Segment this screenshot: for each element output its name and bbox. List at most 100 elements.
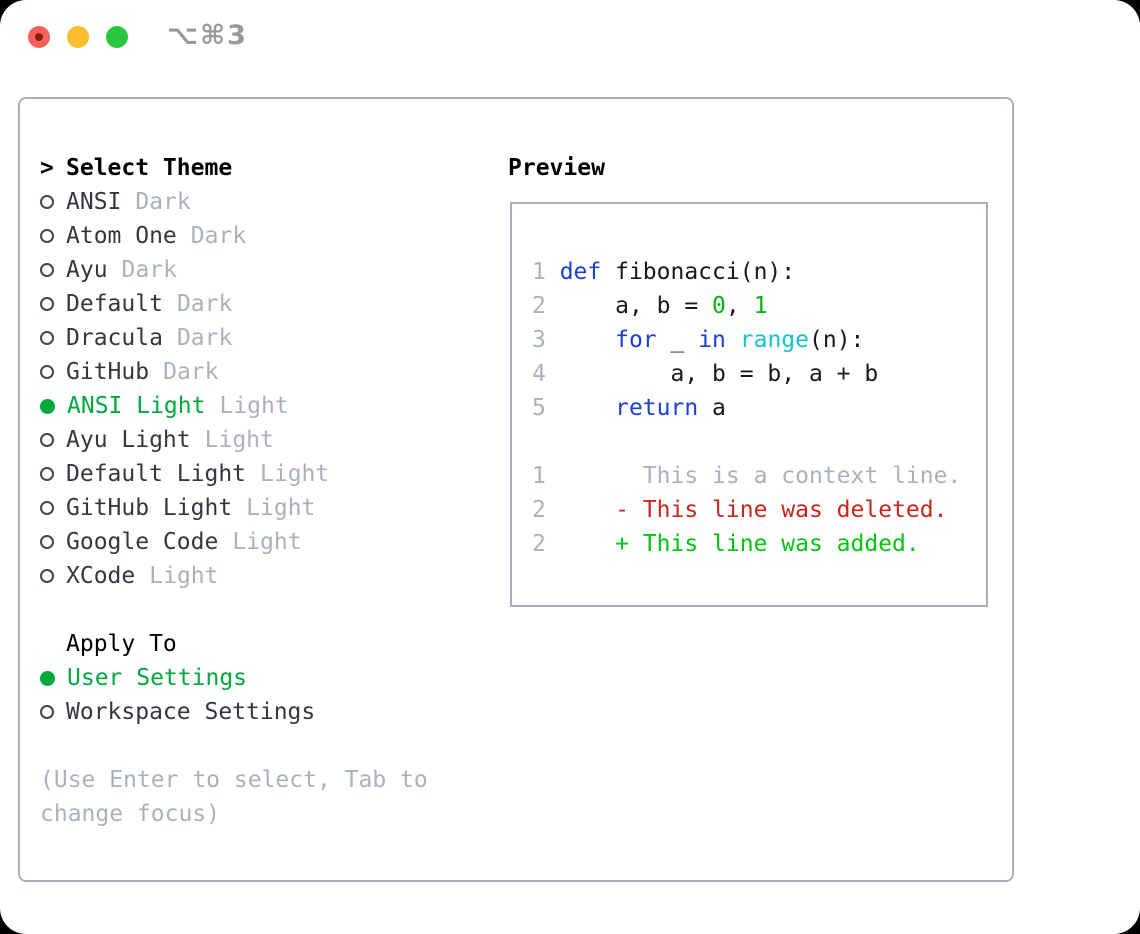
code-line xyxy=(532,425,986,459)
code-segment-txt: (n): xyxy=(809,327,865,353)
theme-name: Google Code xyxy=(66,529,219,555)
theme-name: Ayu xyxy=(66,257,108,283)
radio-icon xyxy=(40,569,54,583)
radio-selected-icon xyxy=(40,398,55,414)
radio-icon xyxy=(40,229,54,243)
radio-selected-icon xyxy=(40,670,55,686)
theme-variant: Dark xyxy=(190,223,247,249)
theme-name: Default Light xyxy=(66,461,247,487)
code-segment-num: 1 xyxy=(753,293,768,319)
theme-name: Default xyxy=(66,291,163,317)
traffic-light-close-button[interactable] xyxy=(28,26,50,48)
theme-variant: Dark xyxy=(121,257,177,283)
theme-variant: Dark xyxy=(135,189,191,215)
select-theme-heading: > Select Theme xyxy=(40,151,470,185)
code-segment-kw: def xyxy=(559,259,602,285)
code-segment-ln: 2 xyxy=(532,531,546,557)
code-line: 1 This is a context line. xyxy=(532,459,986,493)
apply-option-label: User Settings xyxy=(67,665,248,691)
code-line: 5 return a xyxy=(532,391,986,425)
theme-name: Atom One xyxy=(66,223,177,249)
code-segment-ln: 5 xyxy=(532,395,546,421)
code-segment-txt xyxy=(546,395,615,421)
code-segment-ln: 1 xyxy=(532,259,560,285)
code-segment-txt: a, b = xyxy=(545,293,713,319)
code-segment-txt xyxy=(546,327,615,353)
radio-icon xyxy=(40,535,54,549)
code-segment-ctx: This is a context line. xyxy=(545,463,962,489)
theme-variant: Light xyxy=(149,563,219,589)
code-line: 1 def fibonacci(n): xyxy=(532,255,986,289)
theme-variant: Light xyxy=(204,427,274,453)
theme-variant: Dark xyxy=(163,359,219,385)
code-line: 2 - This line was deleted. xyxy=(532,493,986,527)
theme-option-dracula[interactable]: Dracula Dark xyxy=(40,321,470,355)
code-segment-txt: fibonacci(n): xyxy=(601,259,796,285)
theme-name: Dracula xyxy=(66,325,163,351)
code-segment-num: 0 xyxy=(712,293,726,319)
keyboard-hint-text: (Use Enter to select, Tab to change focu… xyxy=(40,767,428,827)
radio-icon xyxy=(40,297,54,311)
select-theme-heading-label: Select Theme xyxy=(66,155,233,181)
code-segment-txt: _ xyxy=(656,327,699,353)
theme-option-ayu-light[interactable]: Ayu Light Light xyxy=(40,423,470,457)
theme-variant: Light xyxy=(219,393,289,419)
theme-name: ANSI xyxy=(66,189,122,215)
code-segment-kw: for xyxy=(615,327,657,353)
theme-option-ayu[interactable]: Ayu Dark xyxy=(40,253,470,287)
cursor-prompt-icon: > xyxy=(40,155,54,181)
theme-name: GitHub xyxy=(66,359,150,385)
apply-to-heading: Apply To xyxy=(40,627,470,661)
theme-option-ansi-light[interactable]: ANSI Light Light xyxy=(40,389,470,423)
theme-option-github[interactable]: GitHub Dark xyxy=(40,355,470,389)
theme-variant: Dark xyxy=(176,325,233,351)
theme-option-default[interactable]: Default Dark xyxy=(40,287,470,321)
theme-option-google-code[interactable]: Google Code Light xyxy=(40,525,470,559)
apply-option-user-settings[interactable]: User Settings xyxy=(40,661,470,695)
theme-variant: Light xyxy=(260,461,330,487)
code-segment-ln: 2 xyxy=(532,293,546,319)
code-line: 2 a, b = 0, 1 xyxy=(532,289,986,323)
code-segment-txt: a, b = b, a + b xyxy=(545,361,879,387)
theme-option-atom-one[interactable]: Atom One Dark xyxy=(40,219,470,253)
code-line: 3 for _ in range(n): xyxy=(532,323,986,357)
code-segment-del: - This line was deleted. xyxy=(545,497,948,523)
radio-icon xyxy=(40,467,54,481)
code-segment-txt: , xyxy=(725,293,754,319)
radio-icon xyxy=(40,195,54,209)
radio-icon xyxy=(40,263,54,277)
radio-icon xyxy=(40,705,54,719)
code-segment-add: + This line was added. xyxy=(545,531,920,557)
radio-icon xyxy=(40,365,54,379)
apply-option-label: Workspace Settings xyxy=(66,699,316,725)
code-segment-kw: return xyxy=(615,395,699,421)
theme-variant: Dark xyxy=(176,291,233,317)
theme-variant: Light xyxy=(246,495,316,521)
theme-option-default-light[interactable]: Default Light Light xyxy=(40,457,470,491)
code-segment-kw: in xyxy=(698,327,726,353)
theme-name: Ayu Light xyxy=(66,427,191,453)
radio-icon xyxy=(40,331,54,345)
code-segment-txt: a xyxy=(698,395,726,421)
traffic-light-minimize-button[interactable] xyxy=(67,26,89,48)
apply-option-workspace-settings[interactable]: Workspace Settings xyxy=(40,695,470,729)
theme-variant: Light xyxy=(232,529,302,555)
traffic-light-zoom-button[interactable] xyxy=(106,26,128,48)
code-segment-txt xyxy=(726,327,740,353)
preview-heading: Preview xyxy=(508,155,605,181)
radio-icon xyxy=(40,433,54,447)
theme-name: XCode xyxy=(66,563,136,589)
code-line: 4 a, b = b, a + b xyxy=(532,357,986,391)
radio-icon xyxy=(40,501,54,515)
theme-option-ansi[interactable]: ANSI Dark xyxy=(40,185,470,219)
theme-option-xcode[interactable]: XCode Light xyxy=(40,559,470,593)
theme-name: ANSI Light xyxy=(67,393,206,419)
